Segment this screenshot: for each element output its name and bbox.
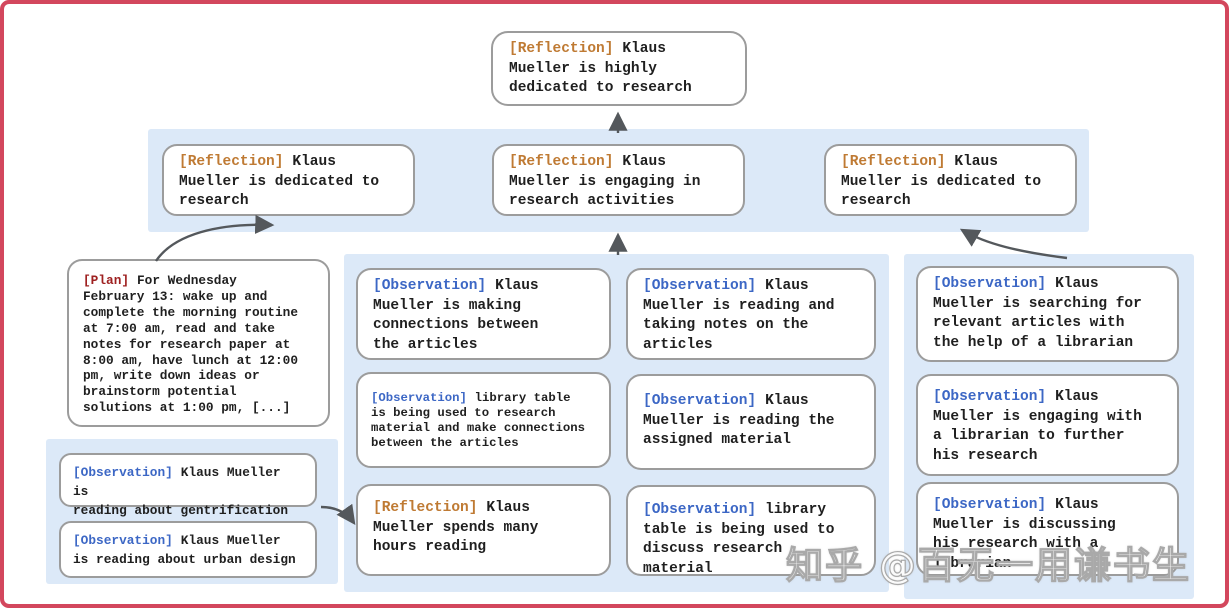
node-reflection-middle: [Reflection]Klaus Mueller is engaging in… [492,144,745,216]
node-text: Klaus Mueller is reading and taking note… [643,278,835,353]
node-observation-library-discuss: [Observation]library table is being used… [626,485,876,577]
reflection-tag: [Reflection] [373,500,478,516]
node-observation-discussing-librarian: [Observation]Klaus Mueller is discussing… [916,482,1179,576]
reflection-tag: [Reflection] [509,154,614,170]
plan-tag: [Plan] [83,273,130,288]
node-observation-library-research: [Observation]library table is being used… [356,372,611,468]
node-text: Klaus Mueller is reading the assigned ma… [643,393,835,448]
node-text: Klaus Mueller is discussing his research… [933,497,1116,572]
zhihu-watermark: 知乎 @百无一用谦书生 [786,543,1191,587]
node-text: Klaus Mueller is engaging in research ac… [509,154,701,209]
node-text: Klaus Mueller is engaging with a librari… [933,389,1142,464]
observation-tag: [Observation] [933,276,1047,292]
node-observation-searching-articles: [Observation]Klaus Mueller is searching … [916,266,1179,362]
observation-tag: [Observation] [73,465,173,480]
observation-tag: [Observation] [73,533,173,548]
node-text: Klaus Mueller is reading about urban des… [73,533,296,567]
observation-tag: [Observation] [643,393,757,409]
node-observation-taking-notes: [Observation]Klaus Mueller is reading an… [626,268,876,360]
node-observation-urban-design: [Observation]Klaus Mueller is reading ab… [59,521,317,578]
node-text: Klaus Mueller is making connections betw… [373,278,539,353]
observation-tag: [Observation] [371,391,467,405]
node-text: Klaus Mueller is dedicated to research [179,154,380,209]
node-reflection-hours-reading: [Reflection]Klaus Mueller spends many ho… [356,484,611,576]
observation-tag: [Observation] [933,497,1047,513]
observation-tag: [Observation] [643,278,757,294]
observation-tag: [Observation] [643,502,757,518]
node-text: Klaus Mueller spends many hours reading [373,500,539,555]
node-observation-gentrification: [Observation]Klaus Mueller is reading ab… [59,453,317,518]
node-reflection-left: [Reflection]Klaus Mueller is dedicated t… [162,144,415,216]
node-text: Klaus Mueller is dedicated to research [841,154,1042,209]
node-plan: [Plan]For Wednesday February 13: wake up… [67,259,330,427]
node-text: library table is being used to discuss r… [643,502,835,577]
node-reflection-right: [Reflection]Klaus Mueller is dedicated t… [824,144,1077,216]
reflection-tag: [Reflection] [841,154,946,170]
node-text: Klaus Mueller is searching for relevant … [933,276,1142,351]
node-text: Klaus Mueller is highly dedicated to res… [509,41,692,96]
node-observation-engaging-librarian: [Observation]Klaus Mueller is engaging w… [916,374,1179,476]
observation-tag: [Observation] [933,389,1047,405]
reflection-tag: [Reflection] [179,154,284,170]
observation-tag: [Observation] [373,278,487,294]
node-text: For Wednesday February 13: wake up and c… [83,273,299,416]
node-text: Klaus Mueller is reading about gentrific… [73,465,289,518]
reflection-tag: [Reflection] [509,41,614,57]
node-text: library table is being used to research … [371,391,586,450]
node-reflection-top: [Reflection]Klaus Mueller is highly dedi… [491,31,747,106]
node-observation-assigned-material: [Observation]Klaus Mueller is reading th… [626,374,876,470]
node-observation-connections: [Observation]Klaus Mueller is making con… [356,268,611,360]
